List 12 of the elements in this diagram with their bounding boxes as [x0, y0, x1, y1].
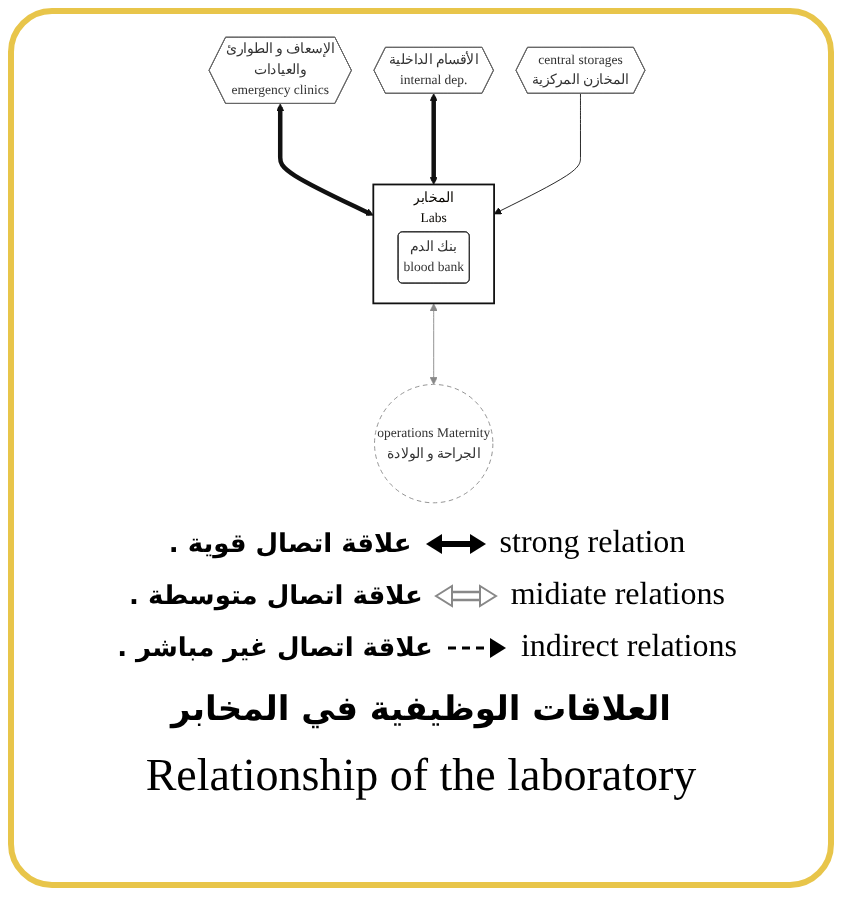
legend-text: strong relation: [499, 526, 686, 562]
arrow: [276, 103, 374, 216]
legend-text: علاقة اتصال غير مباشر .: [117, 633, 433, 663]
title: العلاقات الوظيفية في المخابر: [171, 690, 671, 730]
legend-text: علاقة اتصال قوية .: [168, 529, 412, 559]
legend-text: indirect relations: [520, 630, 737, 666]
arrow: [429, 93, 438, 185]
legend-text: midiate relations: [510, 578, 725, 614]
cluster: [372, 183, 495, 305]
node-circle: [374, 384, 494, 504]
caption: Relationship of the laboratory: [145, 750, 697, 800]
legend-text: علاقة اتصال متوسطة .: [129, 581, 423, 611]
